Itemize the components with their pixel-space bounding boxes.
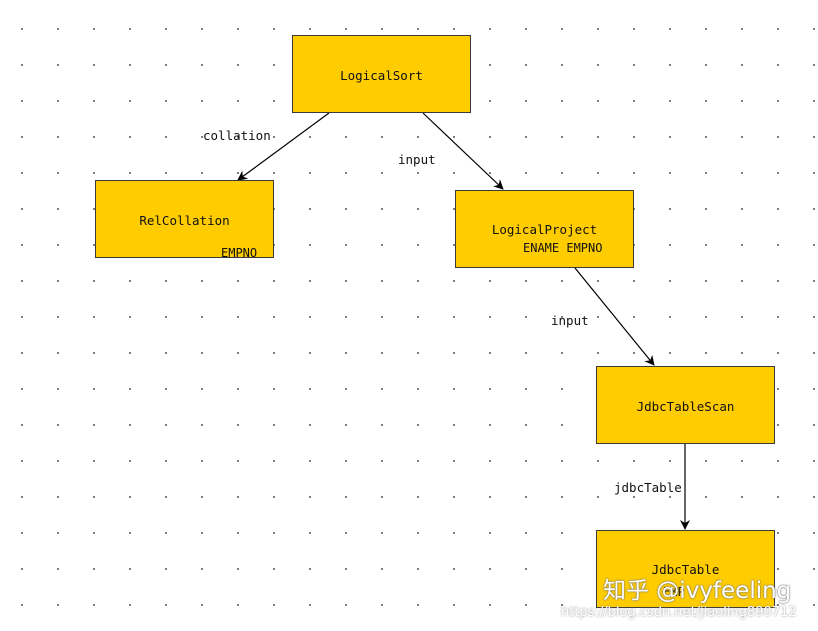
edge-label-input-scan: input xyxy=(551,313,589,328)
node-logical-project-label: LogicalProject xyxy=(491,222,598,237)
edge-label-jdbctable: jdbcTable xyxy=(614,480,682,495)
edge-project-to-scan xyxy=(574,267,655,366)
node-jdbc-table-field: EMP xyxy=(663,585,685,599)
node-logical-project[interactable]: LogicalProject ENAME EMPNO xyxy=(455,190,634,268)
node-logical-sort-label: LogicalSort xyxy=(340,68,423,83)
node-jdbc-table-scan[interactable]: JdbcTableScan xyxy=(596,366,775,444)
watermark-url: https://blog.csdn.net/jiaoling890712 xyxy=(561,605,797,620)
node-jdbc-table-label: JdbcTable xyxy=(651,562,720,577)
edge-label-input-project: input xyxy=(398,152,436,167)
edge-sort-to-collation xyxy=(237,112,330,181)
node-jdbc-table[interactable]: JdbcTable EMP xyxy=(596,530,775,608)
node-rel-collation[interactable]: RelCollation EMPNO xyxy=(95,180,274,260)
edge-label-collation: collation xyxy=(203,128,271,143)
edge-sort-to-project xyxy=(422,112,504,190)
node-logical-sort[interactable]: LogicalSort xyxy=(292,35,471,113)
watermark-main: 知乎 @ivyfeeling xyxy=(603,578,792,604)
node-rel-collation-field: EMPNO xyxy=(221,246,258,260)
node-logical-project-fields: ENAME EMPNO xyxy=(523,241,603,255)
node-jdbc-table-scan-label: JdbcTableScan xyxy=(636,399,735,414)
node-rel-collation-label: RelCollation xyxy=(139,213,230,228)
